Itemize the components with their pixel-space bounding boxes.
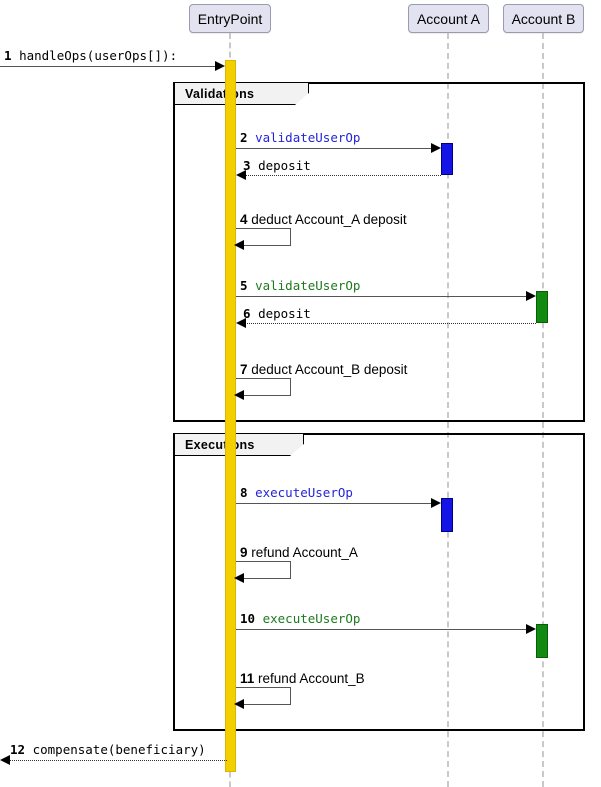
message-selfloop-4 [236,228,291,246]
message-line-3 [241,175,441,176]
message-text-11: refund Account_B [258,671,365,686]
message-text-6: deposit [258,306,311,321]
fragment-label-validations-text: Validations [185,86,255,101]
message-label-8: 8 executeUserOp [240,485,353,500]
message-selfloop-9 [236,561,291,579]
message-line-1 [0,66,216,67]
message-arrowhead-5 [526,291,536,301]
message-text-4: deduct Account_A deposit [251,212,407,227]
message-arrowhead-10 [526,624,536,634]
message-number-1: 1 [4,48,12,63]
participant-head-account-b[interactable]: Account B [503,4,584,33]
message-text-3: deposit [258,158,311,173]
message-arrowhead-12 [0,755,10,765]
message-label-4: 4 deduct Account_A deposit [240,213,407,227]
message-text-10: executeUserOp [262,611,361,626]
message-label-1: 1 handleOps(userOps[]): [4,48,178,63]
lifeline-entrypoint [229,33,231,67]
lifeline-account-a [447,33,449,787]
message-number-11: 11 [240,671,255,686]
message-text-1: handleOps(userOps[]): [19,48,178,63]
message-number-2: 2 [240,130,248,145]
message-number-9: 9 [240,545,248,560]
message-arrowhead-6 [236,318,246,328]
message-text-7: deduct Account_B deposit [251,362,408,377]
message-line-12 [5,760,227,761]
message-label-2: 2 validateUserOp [240,130,361,145]
message-text-8: executeUserOp [255,485,353,500]
message-number-7: 7 [240,362,248,377]
message-selfloop-7 [236,378,291,396]
lifeline-account-b [542,33,544,787]
message-arrowhead-2 [431,143,441,153]
participant-label-account-a: Account A [416,10,481,27]
message-line-10 [236,629,527,630]
message-arrowhead-3 [236,170,246,180]
message-arrowhead-7 [234,390,244,400]
message-label-7: 7 deduct Account_B deposit [240,363,407,377]
message-label-5: 5 validateUserOp [240,278,361,293]
activation-bar-account-a-2 [441,498,453,532]
message-text-12: compensate(beneficiary) [32,742,206,757]
participant-head-entrypoint[interactable]: EntryPoint [189,4,271,33]
message-label-3: 3 deposit [243,158,311,173]
activation-bar-account-b-2 [536,624,548,658]
message-number-4: 4 [240,212,248,227]
message-arrowhead-8 [431,498,441,508]
message-label-9: 9 refund Account_A [240,546,358,560]
fragment-label-validations: Validations [175,83,309,105]
message-arrowhead-1 [215,61,225,71]
activation-bar-account-b-1 [536,291,548,323]
message-number-12: 12 [10,742,26,757]
message-label-12: 12 compensate(beneficiary) [10,742,206,757]
fragment-validations [173,82,585,422]
fragment-label-executions-text: Executions [185,437,255,452]
participant-head-account-a[interactable]: Account A [408,4,489,33]
message-text-5: validateUserOp [255,278,361,293]
message-line-8 [236,503,432,504]
participant-label-account-b: Account B [511,10,576,27]
message-number-3: 3 [243,158,251,173]
message-arrowhead-11 [234,699,244,709]
message-line-6 [241,323,536,324]
message-selfloop-11 [236,687,291,705]
activation-bar-entrypoint [225,60,236,772]
fragment-executions [173,433,585,731]
message-label-11: 11 refund Account_B [240,672,365,686]
lifeline-entrypoint-tail [229,772,231,787]
message-text-9: refund Account_A [251,545,358,560]
message-number-10: 10 [240,611,256,626]
message-number-6: 6 [243,306,251,321]
message-text-2: validateUserOp [255,130,361,145]
message-arrowhead-4 [234,240,244,250]
activation-bar-account-a-1 [441,143,453,175]
message-arrowhead-9 [234,573,244,583]
message-label-10: 10 executeUserOp [240,611,361,626]
message-number-8: 8 [240,485,248,500]
message-label-6: 6 deposit [243,306,311,321]
participant-label-entrypoint: EntryPoint [197,10,263,27]
message-number-5: 5 [240,278,248,293]
fragment-label-executions: Executions [175,434,304,456]
message-line-2 [236,148,432,149]
message-line-5 [236,296,527,297]
